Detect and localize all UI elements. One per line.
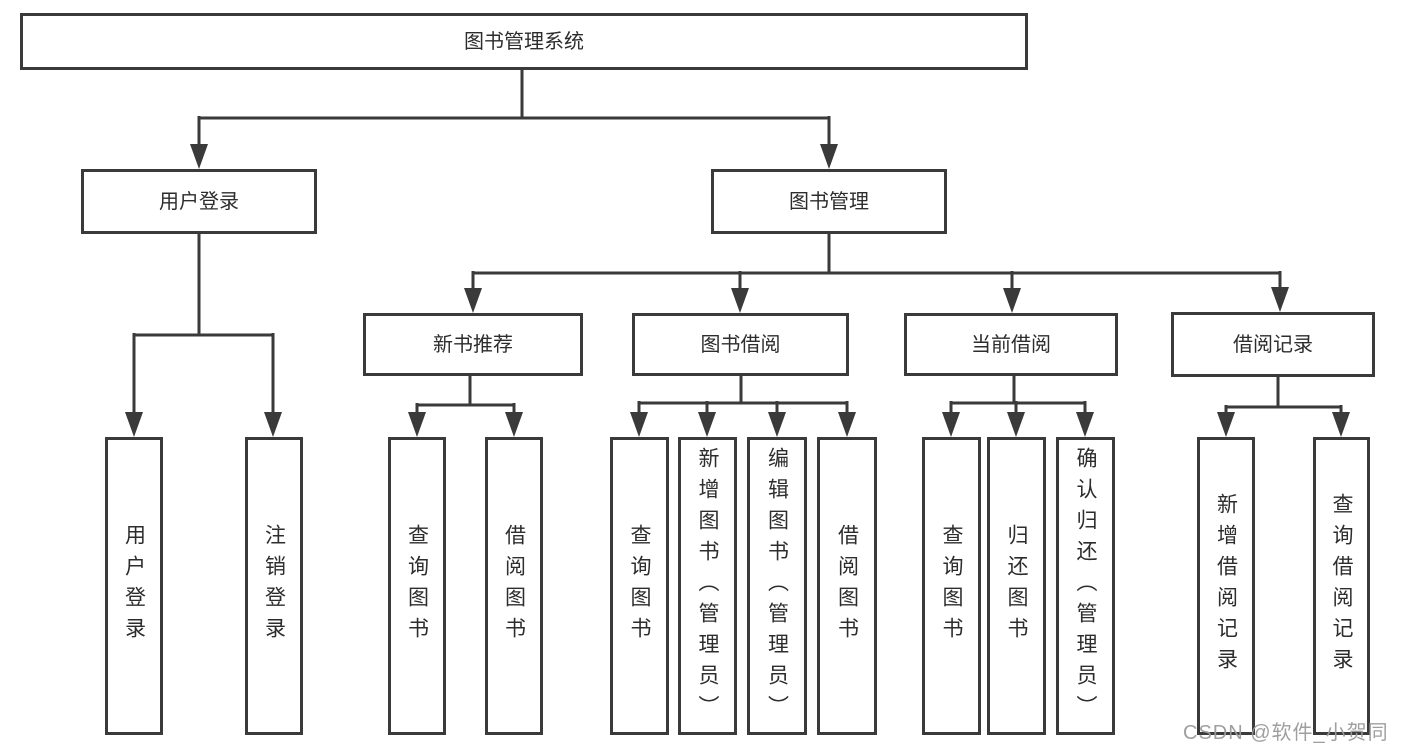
arrow-down-icon (768, 412, 786, 437)
node-query-borrow-record: 查询借阅记录 (1313, 437, 1370, 735)
arrowheads (125, 144, 1350, 437)
connector-currentborrow-to-children (949, 375, 1087, 416)
arrow-down-icon (505, 412, 523, 437)
node-user-login-leaf: 用户登录 (105, 437, 163, 735)
node-root: 图书管理系统 (20, 13, 1028, 70)
node-new-book-recommend: 新书推荐 (363, 313, 583, 376)
node-query-book-borrowing: 查询图书 (610, 437, 669, 735)
node-query-book-recommend: 查询图书 (388, 437, 446, 735)
node-current-borrowing: 当前借阅 (904, 313, 1118, 376)
node-book-borrowing: 图书借阅 (632, 313, 849, 376)
connector-bookborrow-to-children (637, 375, 849, 416)
node-query-book-current: 查询图书 (922, 437, 981, 735)
arrow-down-icon (1217, 412, 1235, 437)
node-return-book: 归还图书 (987, 437, 1046, 735)
arrow-down-icon (190, 144, 208, 169)
connector-newbookrec-to-children (415, 375, 516, 416)
arrow-down-icon (1007, 412, 1025, 437)
node-borrow-records: 借阅记录 (1171, 312, 1375, 377)
node-borrow-book-recommend: 借阅图书 (485, 437, 543, 735)
node-edit-book-admin: 编辑图书（管理员） (747, 437, 807, 735)
arrow-down-icon (125, 412, 143, 437)
arrow-down-icon (464, 288, 482, 313)
arrow-down-icon (820, 144, 838, 169)
arrow-down-icon (698, 412, 716, 437)
node-confirm-return-admin: 确认归还（管理员） (1056, 437, 1115, 735)
node-add-book-admin: 新增图书（管理员） (678, 437, 737, 735)
node-add-borrow-record: 新增借阅记录 (1197, 437, 1255, 735)
arrow-down-icon (838, 412, 856, 437)
arrow-down-icon (1076, 412, 1094, 437)
node-user-login: 用户登录 (81, 169, 317, 234)
connector-bookmgmt-to-level3 (471, 233, 1282, 292)
arrow-down-icon (1271, 287, 1289, 312)
arrow-down-icon (942, 412, 960, 437)
node-logout: 注销登录 (245, 437, 303, 735)
arrow-down-icon (264, 412, 282, 437)
arrow-down-icon (408, 412, 426, 437)
connector-root-to-level2 (197, 70, 831, 148)
arrow-down-icon (1332, 412, 1350, 437)
connector-userlogin-to-children (132, 233, 275, 416)
arrow-down-icon (1003, 288, 1021, 313)
node-book-management: 图书管理 (711, 169, 947, 234)
arrow-down-icon (731, 288, 749, 313)
arrow-down-icon (630, 412, 648, 437)
csdn-watermark: CSDN @软件_小贺同学 (1183, 722, 1389, 744)
node-borrow-book: 借阅图书 (817, 437, 877, 735)
connector-borrowrecord-to-children (1224, 376, 1343, 416)
